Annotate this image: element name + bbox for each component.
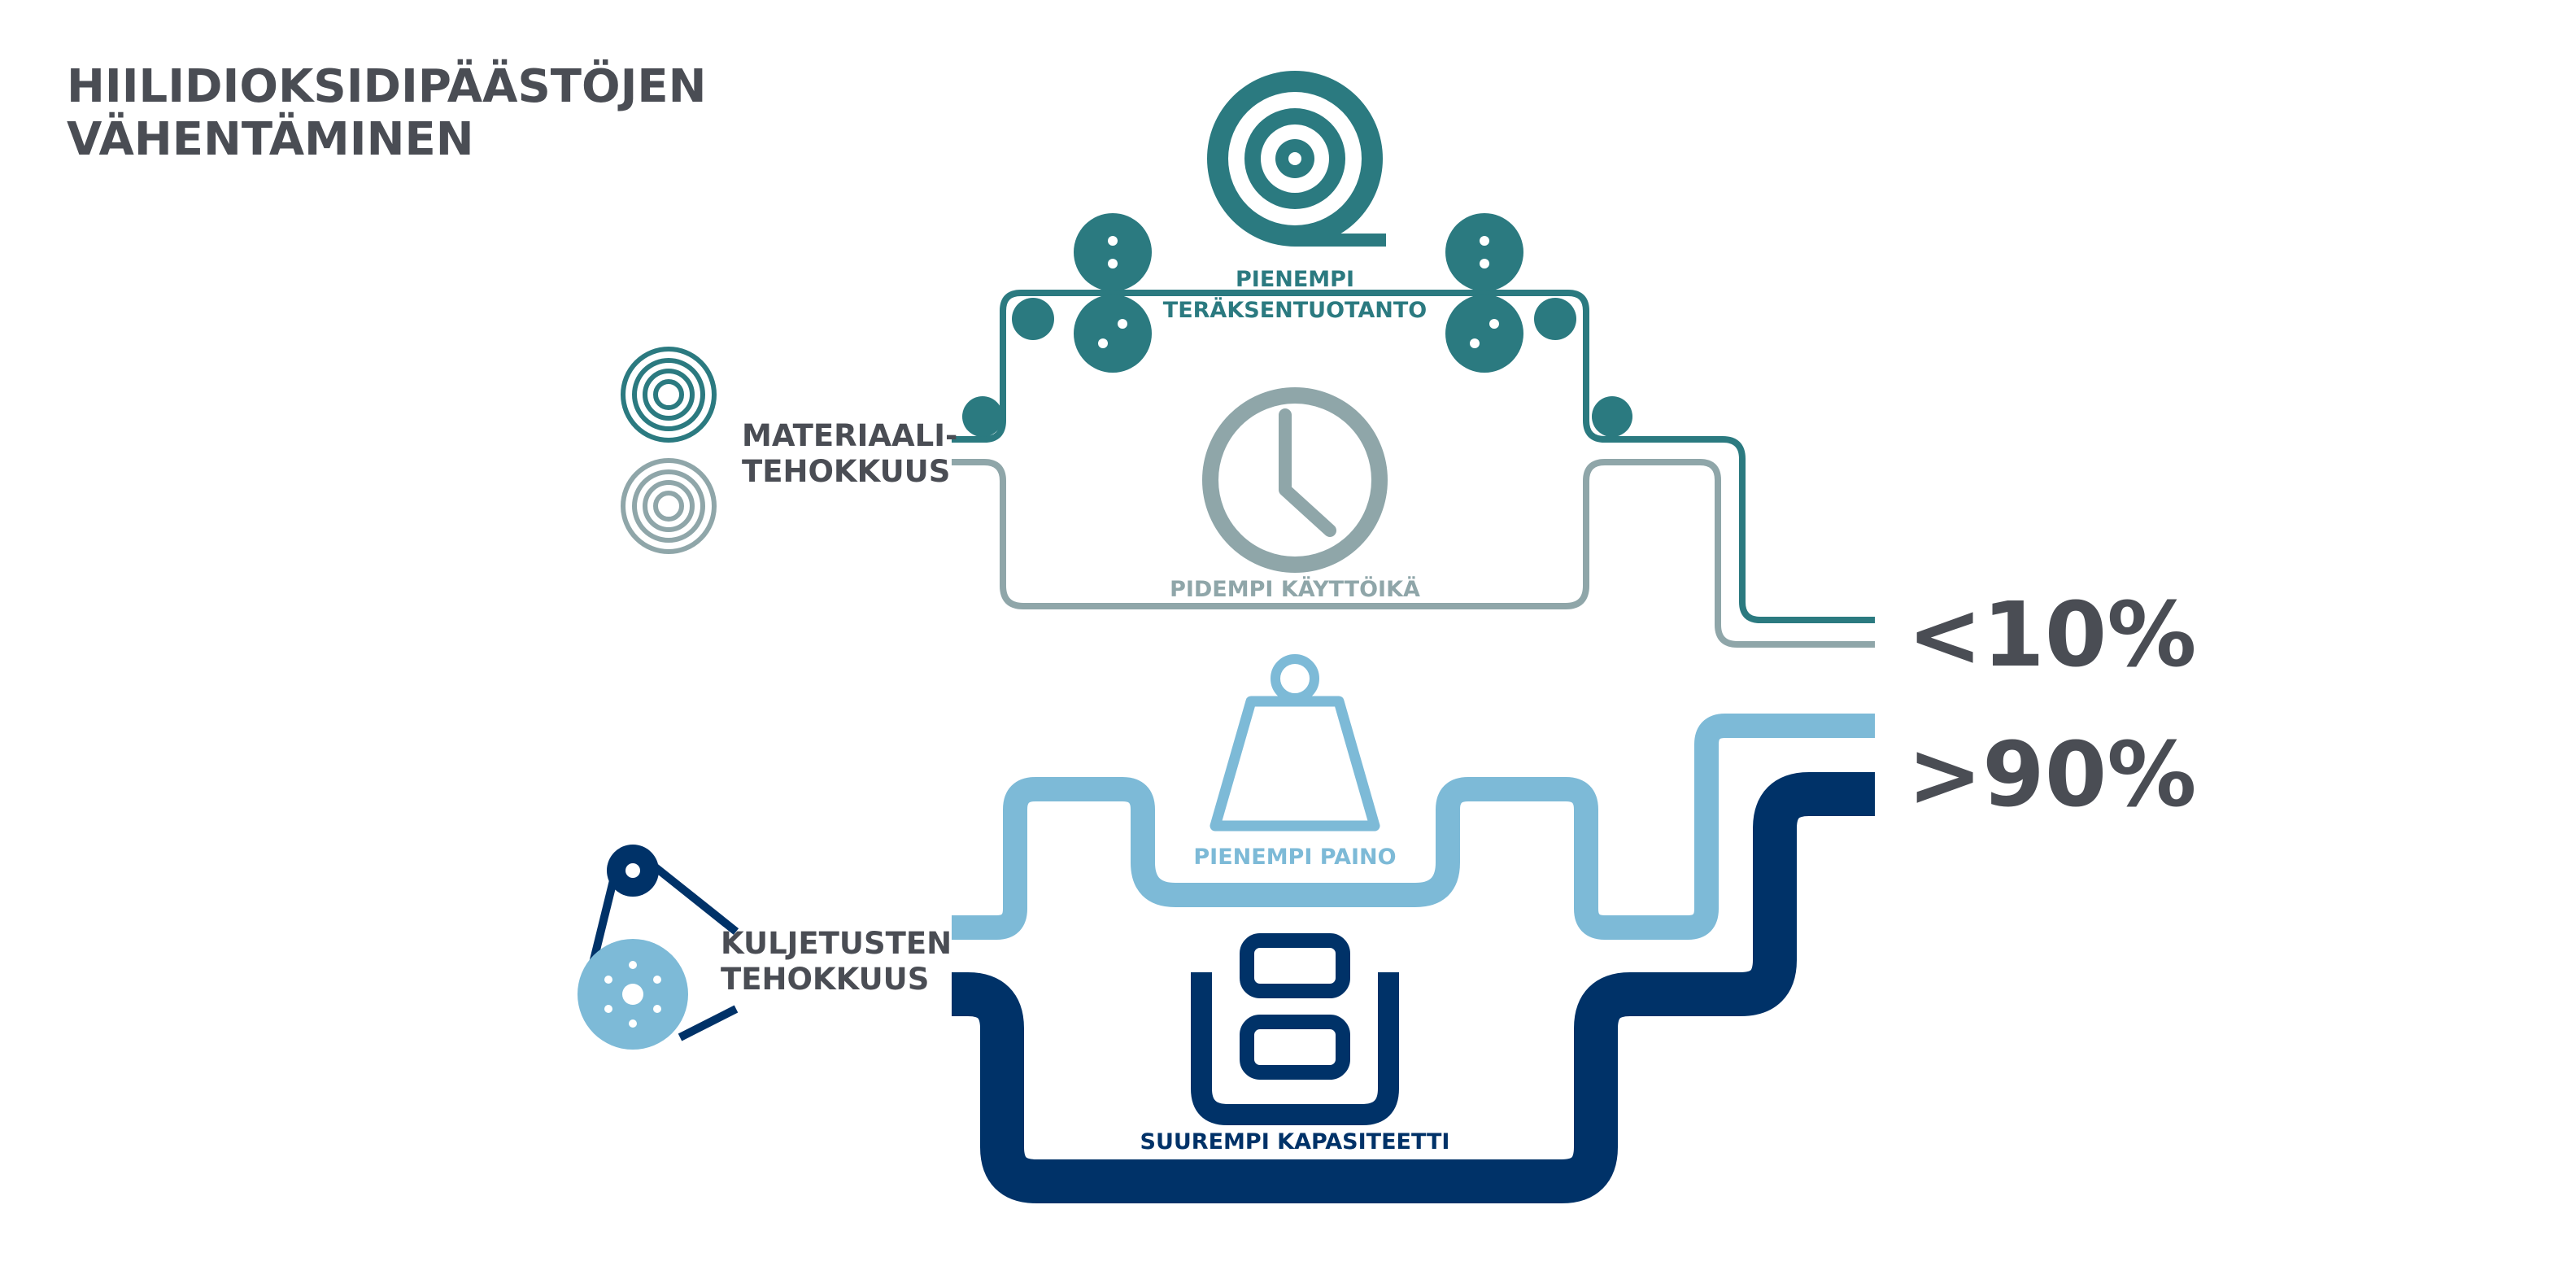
title-line-2: VÄHENTÄMINEN [67, 113, 474, 166]
steel-roll-icon [1207, 71, 1386, 247]
capacity-path [946, 772, 1875, 1203]
steel-coils-icon [621, 347, 717, 554]
material-share-value: <10% [1907, 583, 2196, 687]
weight-label: PIENEMPI PAINO [1193, 845, 1396, 870]
roller-bolts [1098, 236, 1499, 348]
transport-label-line-1: KULJETUSTEN [721, 926, 952, 961]
production-path [952, 290, 1875, 623]
capacity-label: SUUREMPI KAPASITEETTI [1140, 1129, 1450, 1155]
material-label-line-1: MATERIAALI- [742, 418, 957, 453]
production-label-line-1: PIENEMPI [1236, 267, 1354, 292]
material-label-line-2: TEHOKKUUS [742, 454, 950, 489]
container-icon [1191, 933, 1399, 1125]
weight-path [952, 714, 1875, 940]
production-label-line-2: TERÄKSENTUOTANTO [1163, 297, 1427, 323]
belt-pulley-icon [578, 845, 739, 1050]
page-title: HIILIDIOKSIDIPÄÄSTÖJEN VÄHENTÄMINEN [67, 60, 707, 166]
transport-label-line-2: TEHOKKUUS [721, 962, 929, 997]
title-line-1: HIILIDIOKSIDIPÄÄSTÖJEN [67, 60, 707, 113]
clock-icon [1202, 387, 1388, 573]
lifetime-path [952, 459, 1875, 648]
roller-icons [962, 213, 1632, 437]
transport-share-value: >90% [1907, 722, 2196, 827]
weight-icon [1210, 654, 1380, 832]
lifetime-label: PIDEMPI KÄYTTÖIKÄ [1170, 575, 1420, 602]
